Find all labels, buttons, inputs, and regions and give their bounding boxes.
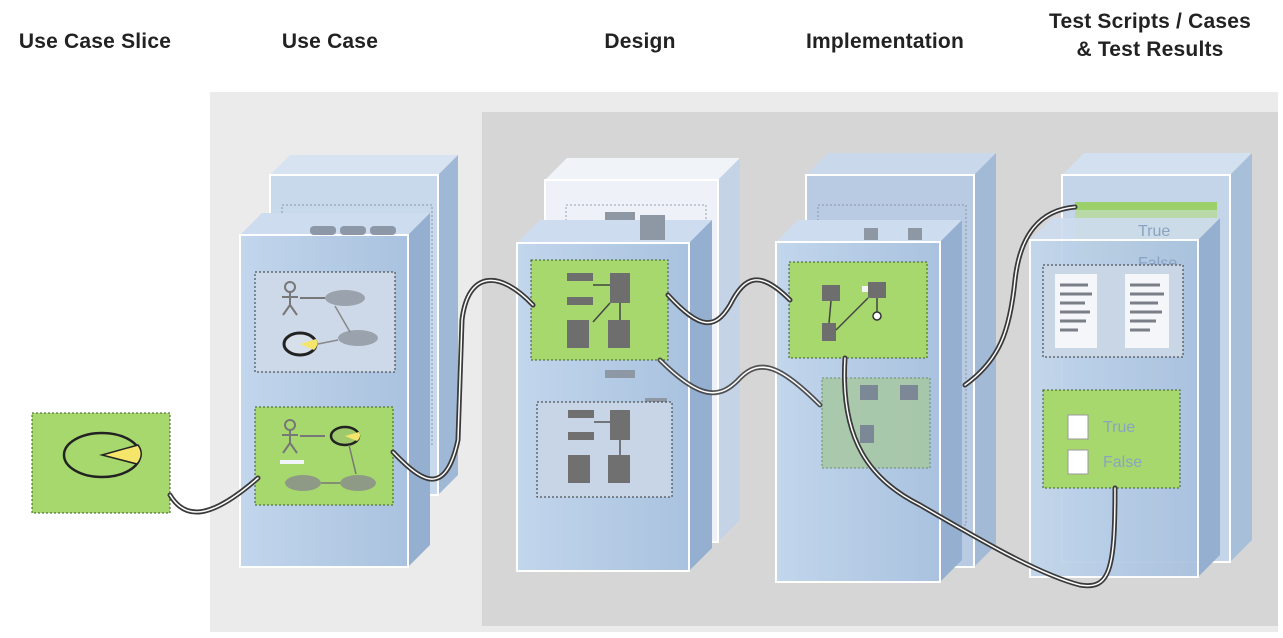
test-results-slice-panel [1042,389,1181,489]
use-case-model-frame [254,271,396,373]
model-pill [340,226,366,235]
association-line [334,305,351,333]
slab-top [517,220,712,243]
model-pill [310,226,336,235]
slab-side [940,220,962,582]
component-icon [860,425,874,443]
actor-underline [280,460,304,464]
dependency-line [828,300,832,324]
test-stack: True False True False [1029,153,1252,578]
trace-connector-impl-to-test-upper-highlight [964,206,1076,386]
lower-true-label: True [1103,419,1135,436]
test-result-header [1075,202,1217,210]
pie-slice-icon [300,339,318,350]
design-stack [516,158,740,572]
slab-side [689,220,712,571]
slab-top [270,155,458,175]
interface-lollipop [872,311,882,321]
interface-marker [862,286,868,292]
column-title-test-scripts: Test Scripts / Cases & Test Results [1020,8,1280,64]
relationship-line [592,302,611,323]
trace-connector-design-to-impl-upper-highlight [667,279,791,324]
class-box [567,320,589,348]
trace-connector-design-to-impl-lower-highlight [659,359,821,406]
slab-top [1030,218,1220,240]
class-box [640,215,665,240]
design-model-frame [536,401,673,498]
class-box [605,370,635,378]
lower-false-label: False [1103,454,1142,471]
use-case-stack [239,155,458,568]
class-box [605,212,635,220]
dependency-line [835,297,869,331]
class-box [567,273,593,281]
trace-connectors [167,204,1118,589]
use-case-ellipse [285,475,321,491]
column-title-use-case: Use Case [281,30,379,53]
class-box [608,455,630,483]
column-title-test-line2: & Test Results [1076,38,1224,61]
component-icon [822,285,840,301]
class-box [567,297,593,305]
slab-side [408,213,430,567]
implementation-stack [775,153,996,583]
slab-side [1198,218,1220,577]
column-title-test-line1: Test Scripts / Cases [1048,10,1252,33]
trace-connector-usecase-to-design-highlight [392,279,534,480]
component-icon [864,228,878,240]
slab-side [718,158,740,542]
actor-icon [282,281,298,316]
class-box [610,273,630,303]
association-line [317,339,339,345]
use-case-ellipse [338,330,378,346]
column-title-use-case-slice: Use Case Slice [18,30,172,53]
slab-top [806,153,996,175]
slab-side [438,155,458,495]
component-icon [860,385,878,400]
pie-slice-icon [345,432,361,441]
result-checkbox-false [1067,449,1089,475]
result-checkbox-true [1067,414,1089,440]
component-icon [908,228,922,240]
slab-top [545,158,740,180]
component-icon [822,323,836,341]
use-case-slice-panel [254,406,394,506]
class-box [568,432,594,440]
pie-slice-icon [99,444,142,465]
class-box [568,455,590,483]
class-box [608,320,630,348]
component-icon [900,385,918,400]
class-box [610,410,630,440]
association-line [348,444,357,475]
actor-icon [282,419,298,454]
upper-true-label: True [1138,223,1170,240]
document-text-lines [1060,283,1164,332]
column-title-implementation: Implementation [806,30,964,53]
implementation-slice-panel [788,261,928,359]
design-slice-panel [530,259,669,361]
column-title-design: Design [604,30,676,53]
use-case-slice [31,412,171,514]
slab-side [974,153,996,567]
slab-side [1230,153,1252,562]
slab-top [1062,153,1252,175]
class-box [568,410,594,418]
use-case-ellipse [340,475,376,491]
use-case-ellipse [325,290,365,306]
trace-connector-slice-to-usecase-highlight [169,477,259,513]
model-pill [370,226,396,235]
component-icon [868,282,886,298]
trace-connector-impl-to-test-lower-highlight [843,357,1116,587]
